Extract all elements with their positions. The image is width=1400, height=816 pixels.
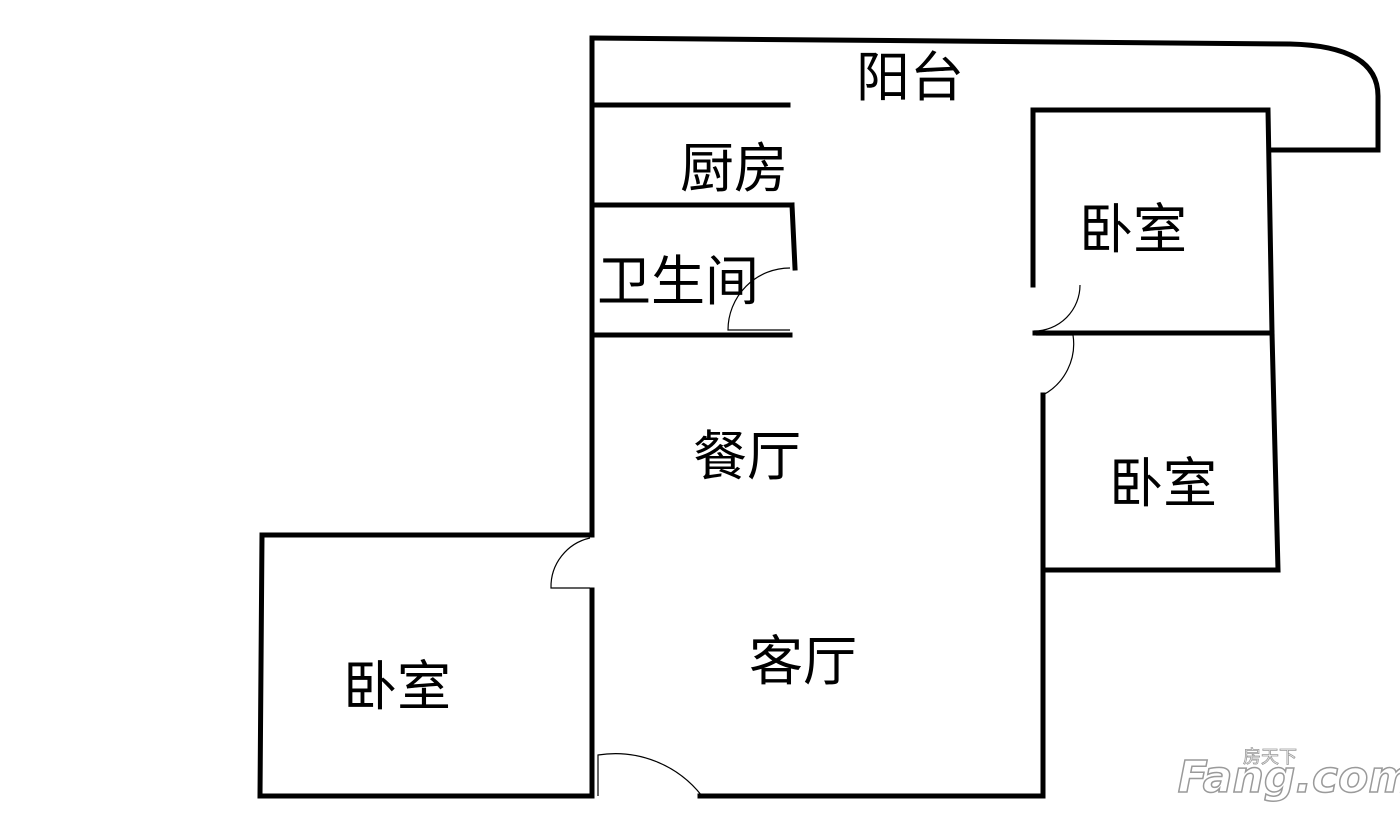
watermark-logo: Fang.com [1178,752,1400,803]
label-bedroom-top-right: 卧室 [1079,198,1187,261]
room-labels: 阳台 厨房 卫生间 卧室 卧室 餐厅 客厅 卧室 [343,46,1217,718]
door-entrance [597,753,703,797]
label-living-room: 客厅 [749,630,857,693]
right-bedroom-walls [1030,107,1281,573]
watermark: 房天下 Fang.com [1177,747,1400,804]
door-top-right-bedroom [1033,284,1081,332]
wall-balcony-outline [589,35,1381,153]
doors [550,267,1081,797]
wall-left-bedroom [257,532,595,799]
interior-walls [589,102,798,338]
wall-bathroom-right [789,202,798,271]
door-mid-right-bedroom [1036,334,1075,396]
label-bathroom: 卫生间 [597,250,759,313]
watermark-sub: 房天下 [1243,747,1297,768]
door-bathroom [727,267,791,331]
label-dining-room: 餐厅 [693,425,801,488]
wall-top-right-bedroom [1030,107,1275,336]
outer-walls [257,35,1381,799]
label-kitchen: 厨房 [680,137,788,200]
label-bedroom-left: 卧室 [343,655,451,718]
label-bedroom-mid-right: 卧室 [1109,452,1217,515]
wall-mid-right-bedroom [1040,330,1281,573]
label-balcony: 阳台 [856,46,964,109]
door-left-bedroom [550,537,591,589]
